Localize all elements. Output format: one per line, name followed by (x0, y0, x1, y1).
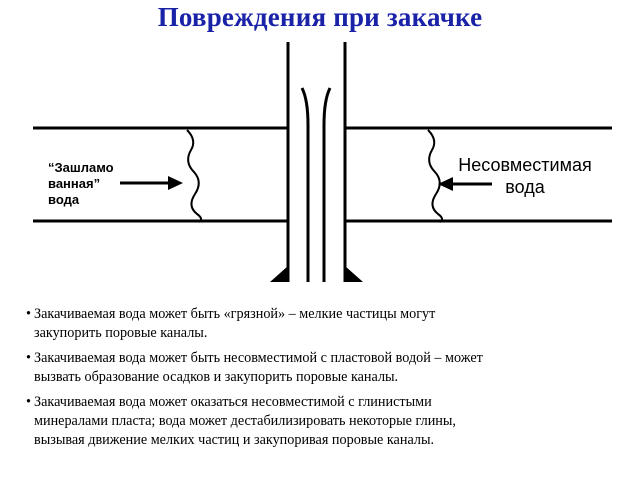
bullet-marker: • (26, 306, 31, 322)
damage-front-left (186, 129, 203, 223)
bullet-item: • Закачиваемая вода может оказаться несо… (26, 394, 456, 448)
bullet-marker: • (26, 394, 31, 410)
wellbore-base-left (270, 266, 288, 282)
incompatible-water-label: Несовместимая вода (458, 155, 592, 197)
damage-front-right (427, 129, 444, 223)
arrow-right (438, 177, 492, 191)
wellbore-base-right (345, 266, 363, 282)
bullet-item: • Закачиваемая вода может быть «грязной»… (26, 306, 436, 341)
bullet-item: • Закачиваемая вода может быть несовмест… (26, 350, 483, 385)
wellbore (286, 42, 347, 282)
bullet-marker: • (26, 350, 31, 366)
tubing-right (322, 87, 332, 282)
tubing-left (300, 87, 310, 282)
formation-boundaries (33, 126, 612, 223)
silted-water-label: “Зашламо ванная” вода (48, 160, 114, 207)
injection-damage-diagram (33, 42, 612, 282)
page-title: Повреждения при закачке (157, 2, 483, 32)
bullet-list: • Закачиваемая вода может быть «грязной»… (26, 305, 636, 456)
arrow-left (120, 176, 183, 190)
